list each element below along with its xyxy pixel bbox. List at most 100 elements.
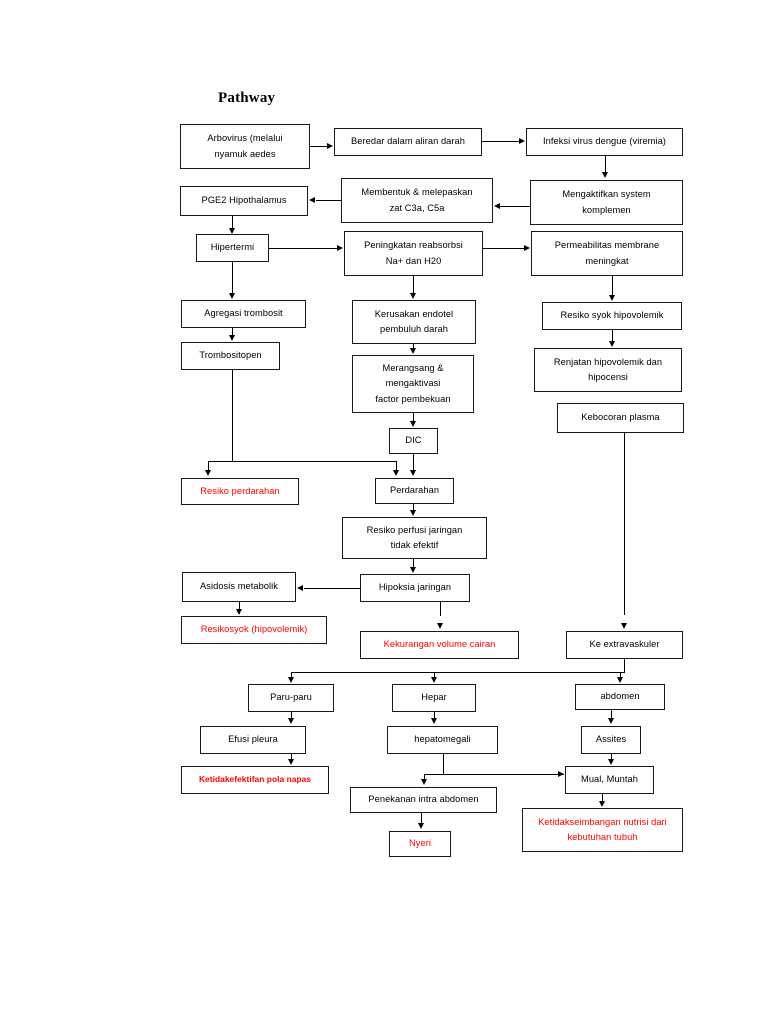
node-beredar: Beredar dalam aliran darah	[334, 128, 482, 156]
arrowhead	[410, 293, 416, 299]
edge-hepatomegali-down	[443, 754, 445, 775]
node-label: Trombositopen	[199, 350, 262, 361]
edge-membentuk-pge2	[316, 200, 342, 202]
node-kebocoran: Kebocoran plasma	[557, 403, 684, 433]
node-kerusakan: Kerusakan endotel pembuluh darah	[352, 300, 476, 344]
arrowhead	[288, 718, 294, 724]
node-hipertermi: Hipertermi	[196, 234, 269, 262]
node-paru-paru: Paru-paru	[248, 684, 334, 712]
node-resikosyok-hipovolemik: Resikosyok (hipovolemik)	[181, 616, 327, 644]
node-label: Resiko syok hipovolemik	[560, 310, 664, 321]
arrowhead	[418, 823, 424, 829]
node-label: Efusi pleura	[228, 734, 278, 745]
node-label: DIC	[405, 435, 422, 446]
node-perdarahan: Perdarahan	[375, 478, 454, 504]
arrowhead	[421, 779, 427, 785]
edge-peningkatan-kerusakan	[413, 276, 415, 294]
arrowhead	[288, 759, 294, 765]
arrowhead	[229, 335, 235, 341]
node-label: Ketidakefektifan pola napas	[198, 774, 312, 785]
node-label: Nyeri	[409, 838, 431, 849]
node-peningkatan: Peningkatan reabsorbsi Na+ dan H20	[344, 231, 483, 276]
node-label: hepatomegali	[414, 734, 471, 745]
arrowhead	[608, 718, 614, 724]
edge-asidosis-resikosyok	[239, 602, 241, 610]
node-label: Hipoksia jaringan	[378, 582, 452, 593]
node-trombositopen: Trombositopen	[181, 342, 280, 370]
arrowhead	[599, 801, 605, 807]
node-label: Ketidakseimbangan nutrisi dari kebutuhan…	[538, 816, 667, 842]
node-infeksi: Infeksi virus dengue (viremia)	[526, 128, 683, 156]
edge-kebocoran-down	[624, 433, 626, 615]
node-label: Permeabilitas membrane meningkat	[554, 240, 660, 266]
edge-arbovirus-beredar	[310, 146, 328, 148]
arrowhead	[609, 341, 615, 347]
edge-hepatomegali-to-mual	[424, 774, 564, 776]
arrowhead	[410, 567, 416, 573]
node-label: Kerusakan endotel pembuluh darah	[374, 308, 454, 334]
node-label: Renjatan hipovolemik dan hipocensi	[553, 356, 663, 382]
arrowhead	[617, 677, 623, 683]
edge-hepar-hepatomegali	[434, 712, 436, 719]
arrowhead	[431, 677, 437, 683]
node-arbovirus: Arbovirus (melalui nyamuk aedes	[180, 124, 310, 169]
edge-trombositopen-down	[232, 370, 234, 462]
edge-beredar-infeksi	[482, 141, 520, 143]
node-asidosis: Asidosis metabolik	[182, 572, 296, 602]
edge-penekanan-nyeri	[421, 813, 423, 824]
node-label: Mual, Muntah	[581, 774, 638, 785]
node-label: Penekanan intra abdomen	[368, 794, 479, 805]
node-hipoksia: Hipoksia jaringan	[360, 574, 470, 602]
arrowhead	[608, 759, 614, 765]
node-label: Resiko perdarahan	[200, 485, 280, 496]
arrowhead	[229, 293, 235, 299]
page-title: Pathway	[218, 90, 276, 106]
edge-trombositopen-split	[208, 461, 397, 463]
arrowhead	[288, 677, 294, 683]
arrowhead	[309, 196, 315, 203]
arrowhead	[494, 202, 500, 209]
node-label: Assites	[595, 734, 627, 745]
edge-keextra-down	[624, 659, 626, 673]
node-resiko-perfusi: Resiko perfusi jaringan tidak efektif	[342, 517, 487, 559]
node-assites: Assites	[581, 726, 641, 754]
node-nyeri: Nyeri	[389, 831, 451, 857]
arrowhead	[601, 172, 608, 178]
edge-assites-mual	[611, 754, 613, 760]
edge-resikoperfusi-hipoksia	[413, 559, 415, 568]
edge-hipertermi-peningkatan	[269, 248, 337, 250]
node-label: Hipertermi	[210, 242, 255, 253]
edge-permeabilitas-resikosyok	[612, 276, 614, 296]
node-label: Mengaktifkan system komplemen	[562, 189, 651, 215]
edge-trombositopen-to-perdarahan	[396, 461, 398, 471]
node-label: Kekurangan volume cairan	[383, 639, 496, 650]
edge-keextra-to-abdomen	[620, 672, 622, 678]
edge-resikosyok-renjatan	[612, 330, 614, 342]
node-abdomen: abdomen	[575, 684, 665, 710]
node-pge2: PGE2 Hipothalamus	[180, 186, 308, 216]
node-label: Asidosis metabolik	[200, 581, 278, 592]
node-renjatan: Renjatan hipovolemik dan hipocensi	[534, 348, 682, 392]
arrowhead	[205, 470, 211, 476]
edge-mual-ketidakseimbangan	[602, 794, 604, 802]
node-resiko-perdarahan: Resiko perdarahan	[181, 478, 299, 505]
node-efusi-pleura: Efusi pleura	[200, 726, 306, 754]
arrowhead	[609, 295, 615, 301]
node-label: Beredar dalam aliran darah	[351, 136, 465, 147]
arrowhead	[393, 470, 399, 476]
edge-hipoksia-split	[440, 615, 441, 617]
edge-perdarahan-resikoperfusi	[413, 504, 415, 511]
node-label: Ke extravaskuler	[589, 639, 660, 650]
edge-abdomen-assites	[611, 710, 613, 719]
arrowhead	[410, 470, 416, 476]
edge-hipoksia-down	[440, 602, 442, 616]
arrowhead	[621, 623, 627, 629]
edge-kerusakan-merangsang	[413, 344, 415, 350]
edge-mengaktifkan-membentuk	[500, 206, 530, 208]
node-permeabilitas: Permeabilitas membrane meningkat	[531, 231, 683, 276]
arrowhead	[431, 718, 437, 724]
edge-peningkatan-permeabilitas	[483, 248, 524, 250]
edge-pge2-hipertermi	[232, 216, 234, 229]
arrowhead	[337, 244, 343, 251]
